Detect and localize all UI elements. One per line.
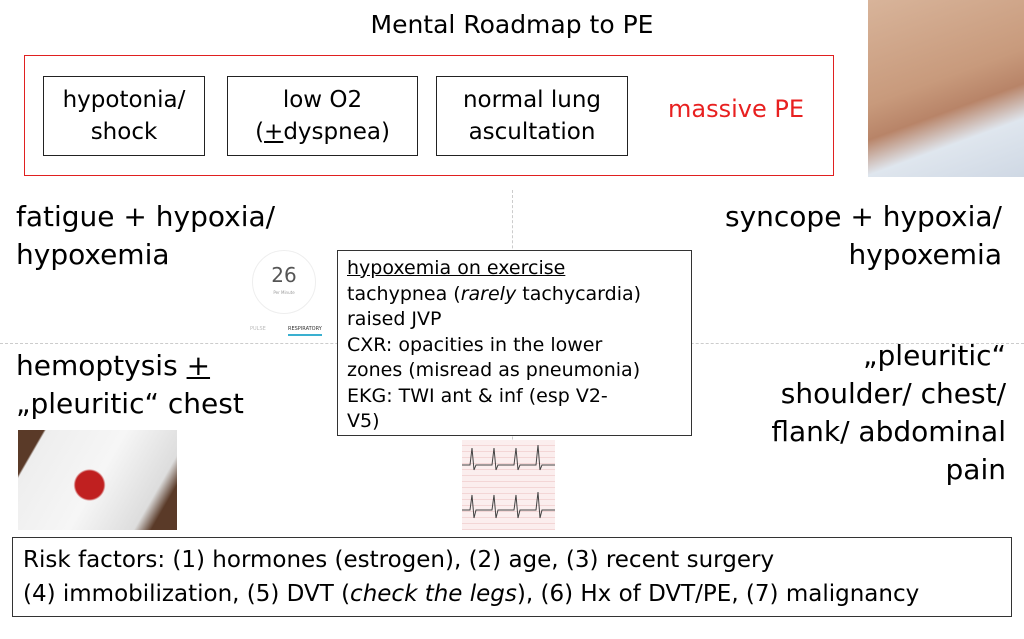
box-line: low O2	[282, 87, 363, 113]
box-line: shock	[90, 119, 158, 145]
box-line: dyspnea)	[283, 119, 390, 145]
ecg-trace	[462, 444, 555, 519]
hemoptysis-tissue-photo	[18, 430, 177, 530]
quadrant-syncope: syncope + hypoxia/hypoxemia	[725, 198, 1002, 274]
risk-line: Risk factors: (1) hormones (estrogen), (…	[23, 547, 775, 573]
text-italic: rarely	[460, 282, 517, 305]
text-line: syncope + hypoxia/	[725, 200, 1002, 233]
rate-unit: Per Minute	[273, 290, 295, 295]
text-line: V5)	[347, 410, 380, 432]
risk-italic: check the legs	[350, 581, 517, 607]
tab-respiratory[interactable]: RESPIRATORY	[288, 326, 322, 336]
text-line: „pleuritic“	[863, 339, 1006, 372]
text-line: tachycardia)	[516, 282, 642, 305]
quadrant-pleuritic: „pleuritic“ shoulder/ chest/flank/ abdomi…	[771, 337, 1006, 489]
findings-heading: hypoxemia on exercise	[347, 257, 566, 279]
massive-pe-label: massive PE	[668, 95, 804, 123]
risk-line: (4) immobilization, (5) DVT (	[23, 581, 351, 607]
text-line: tachypnea (	[347, 282, 461, 305]
text-line: „pleuritic“ chest	[16, 387, 244, 420]
text-line: pain	[945, 453, 1006, 486]
box-line: normal lung	[462, 87, 602, 113]
box-line: hypotonia/	[62, 87, 186, 113]
respiratory-rate-widget: 26 Per Minute PULSE RESPIRATORY	[250, 250, 330, 336]
text-line: hypoxemia	[848, 238, 1002, 271]
text-line: flank/ abdominal	[771, 415, 1006, 448]
ecg-strip	[462, 440, 555, 530]
roadmap-frame	[24, 55, 834, 176]
box-line: ascultation	[468, 119, 596, 145]
roadmap-box-o2: low O2 (+dyspnea)	[227, 76, 418, 156]
neck-photo	[868, 0, 1024, 177]
text-line: hemoptysis	[16, 349, 187, 382]
rate-value: 26	[271, 263, 297, 287]
box-line: (	[255, 119, 265, 145]
risk-factors-box: Risk factors: (1) hormones (estrogen), (…	[12, 537, 1012, 617]
roadmap-box-lung: normal lung ascultation	[436, 76, 628, 156]
text-line: hypoxemia	[16, 238, 170, 271]
plus-minus: +	[264, 119, 284, 145]
text-line: fatigue + hypoxia/	[16, 200, 276, 233]
text-line: zones (misread as pneumonia)	[347, 359, 641, 381]
text-line: shoulder/ chest/	[780, 377, 1006, 410]
text-line: CXR: opacities in the lower	[347, 333, 603, 356]
findings-text: hypoxemia on exercise tachypnea (rarely …	[347, 256, 692, 435]
quadrant-hemoptysis: hemoptysis + „pleuritic“ chest	[16, 347, 244, 423]
tab-pulse[interactable]: PULSE	[250, 326, 266, 332]
quadrant-fatigue: fatigue + hypoxia/hypoxemia	[16, 198, 275, 274]
text-line: EKG: TWI ant & inf (esp V2-	[347, 384, 608, 407]
rate-circle: 26 Per Minute	[252, 250, 316, 314]
text-line: raised JVP	[347, 308, 442, 330]
risk-line: ), (6) Hx of DVT/PE, (7) malignancy	[516, 581, 920, 607]
roadmap-box-shock: hypotonia/shock	[43, 76, 205, 156]
slide-title: Mental Roadmap to PE	[370, 10, 654, 39]
findings-box	[337, 250, 692, 436]
plus-minus: +	[186, 349, 211, 382]
